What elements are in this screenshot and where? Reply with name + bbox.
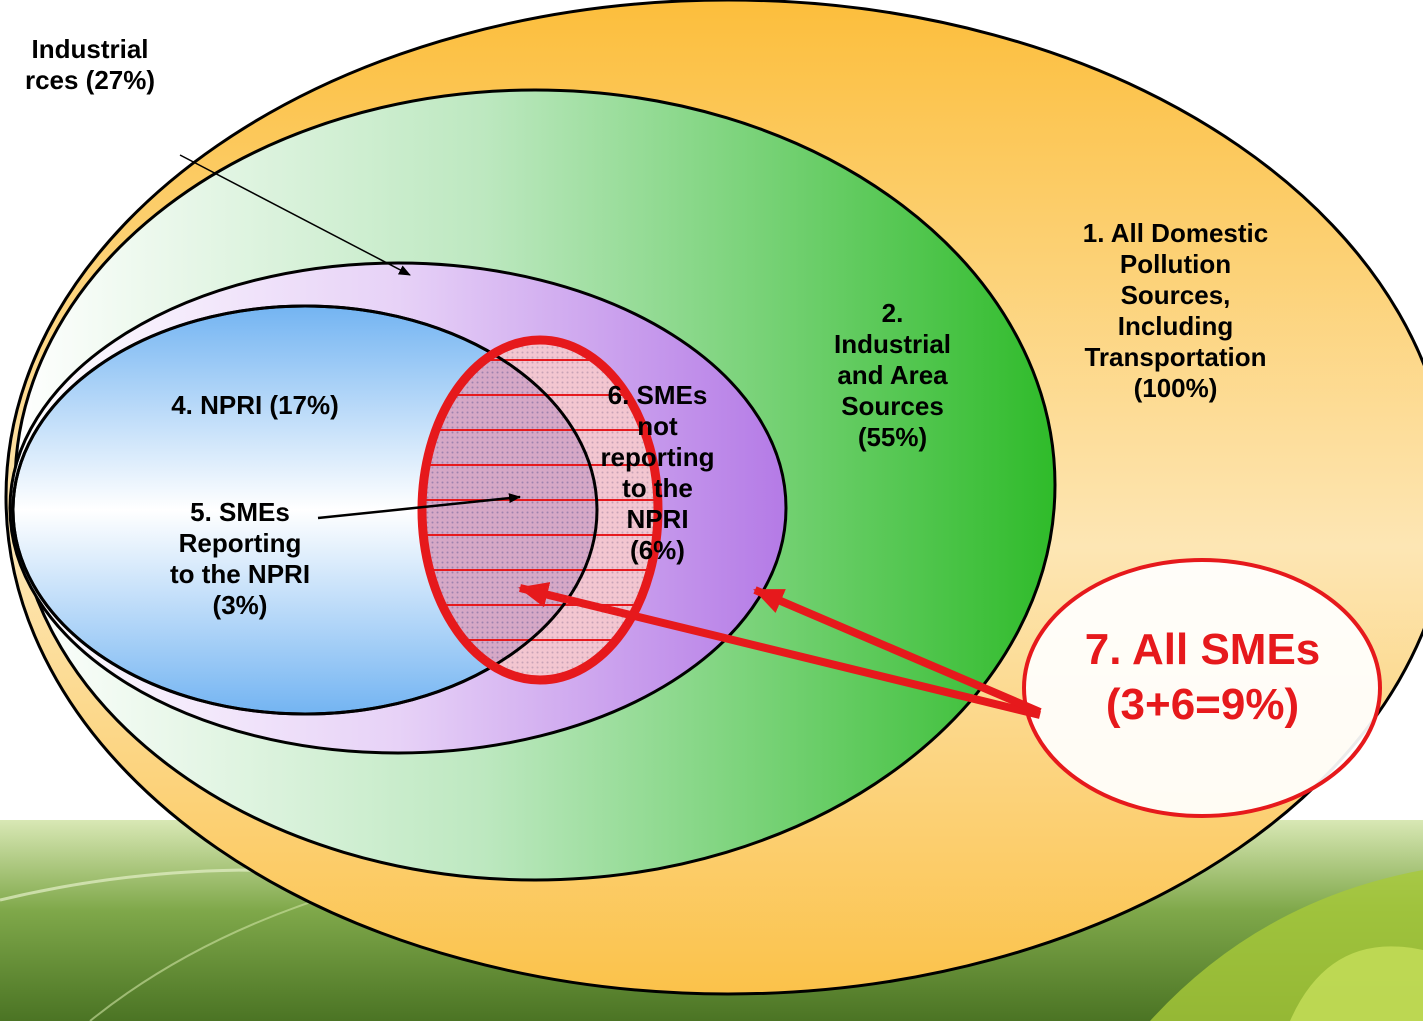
- label-industrial-area-sources: 2. Industrial and Area Sources (55%): [833, 298, 951, 452]
- label-industrial-sources: Industrial rces (27%): [24, 34, 156, 95]
- label-npri: 4. NPRI (17%): [171, 390, 339, 420]
- industrial-sources-pointer-arrow: [179, 154, 411, 276]
- red-arrow-to-reporting-smes: [518, 582, 1041, 719]
- region-all-smes-outline: [417, 335, 663, 685]
- label-all-smes: 7. All SMEs (3+6=9%): [1084, 625, 1321, 729]
- label-smes-reporting: 5. SMEs Reporting to the NPRI (3%): [169, 497, 311, 620]
- label-all-domestic-sources: 1. All Domestic Pollution Sources, Inclu…: [1082, 218, 1269, 403]
- label-smes-not-reporting: 6. SMEs not reporting to the NPRI (6%): [600, 380, 715, 565]
- all-smes-callout: [1022, 558, 1382, 818]
- red-arrow-to-nonreporting-smes: [753, 586, 1042, 716]
- smes-reporting-pointer-arrow: [317, 493, 521, 520]
